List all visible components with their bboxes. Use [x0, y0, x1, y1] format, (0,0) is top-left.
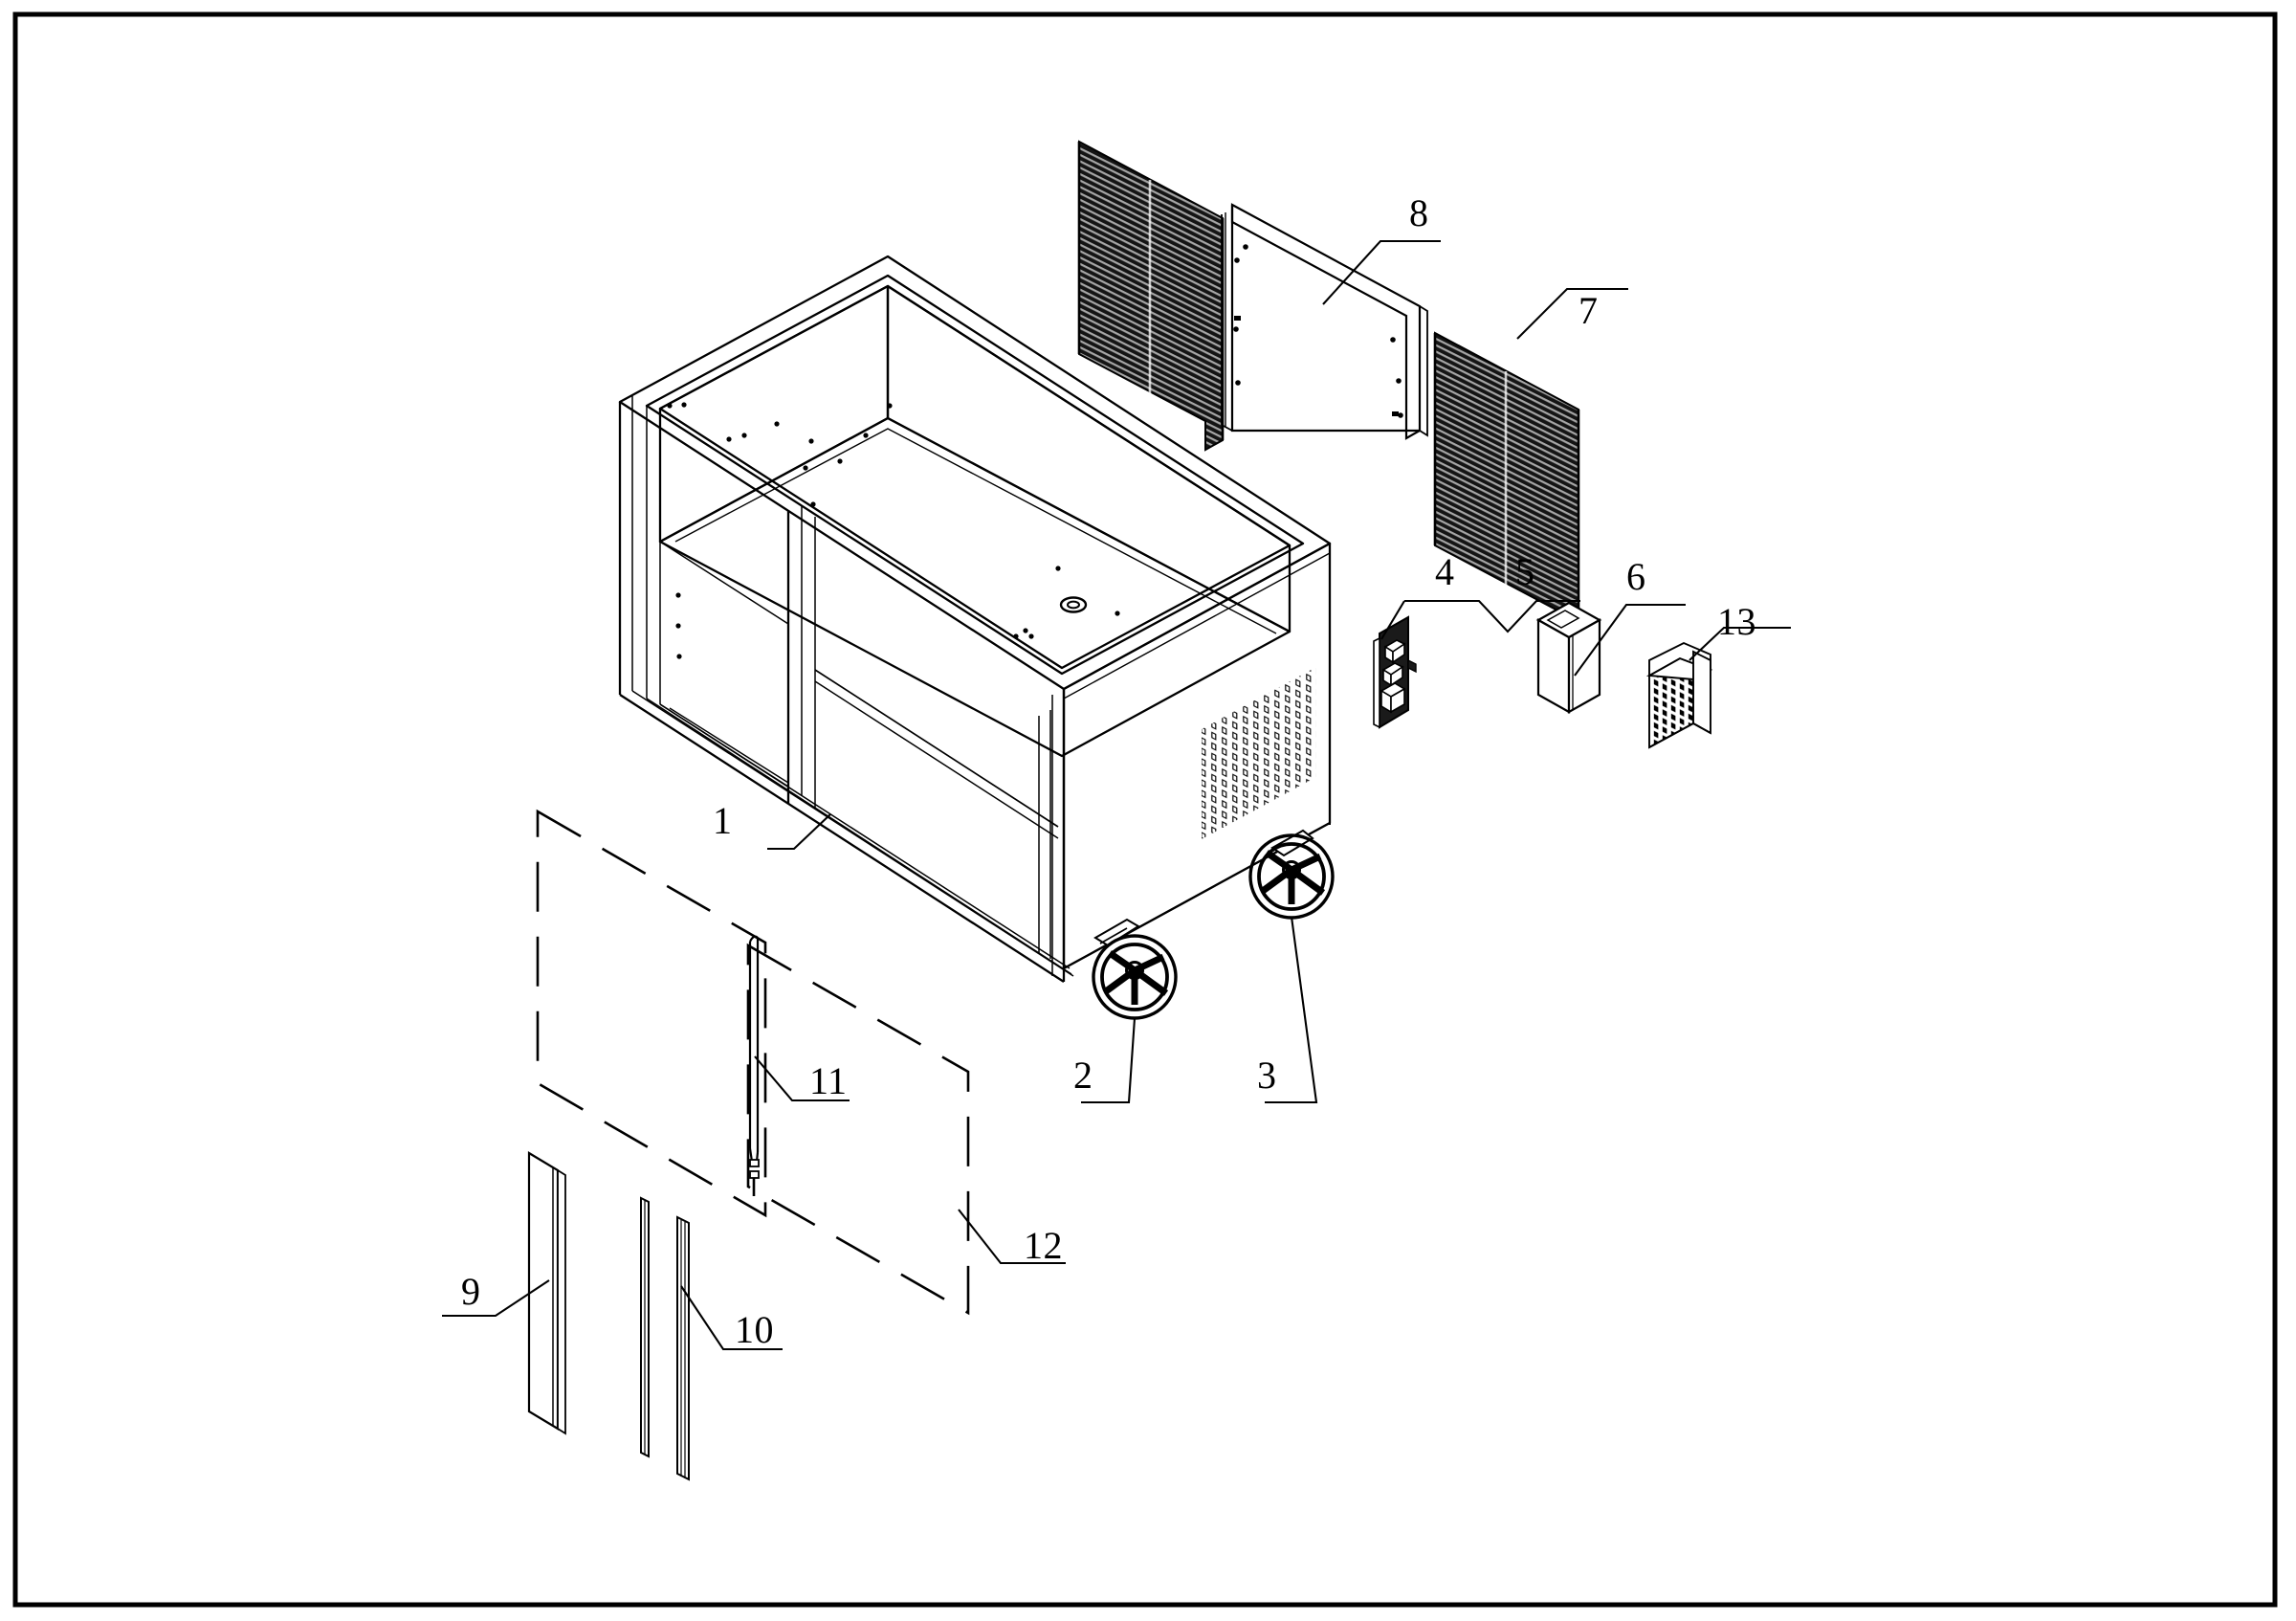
- leader-4: [1404, 599, 1580, 633]
- louver-grille-panel-front: [1077, 140, 1225, 452]
- louver-grille-panel-rear: [1433, 331, 1580, 643]
- sheet-border: [12, 11, 2278, 1608]
- condenser-coil-block: [1645, 641, 1713, 749]
- electrical-control-board: [1373, 615, 1417, 729]
- callout-label-7: 7: [1578, 289, 1599, 332]
- callout-label-13: 13: [1717, 600, 1756, 643]
- door-handle-rod: [748, 935, 760, 1196]
- control-box-housing: [1535, 601, 1602, 714]
- leader-13: [1689, 626, 1791, 661]
- leader-1: [767, 813, 831, 851]
- leader-6: [1574, 603, 1686, 677]
- rear-caster-wheel: [1248, 829, 1335, 920]
- leader-10: [680, 1285, 783, 1351]
- callout-label-2: 2: [1073, 1054, 1093, 1097]
- cabinet-body-assembly: [618, 255, 1332, 983]
- leader-11: [754, 1055, 850, 1102]
- leader-3: [1265, 916, 1318, 1104]
- callout-label-10: 10: [735, 1308, 774, 1351]
- leader-4-tick: [1380, 600, 1405, 640]
- callout-label-6: 6: [1626, 555, 1646, 598]
- condenser-vent-grid: [1202, 667, 1316, 839]
- callout-label-11: 11: [809, 1059, 848, 1102]
- leader-2: [1081, 1017, 1137, 1104]
- leader-8: [1322, 239, 1441, 305]
- leader-7: [1516, 287, 1628, 340]
- door-vertical-rail: [640, 1196, 690, 1481]
- door-side-trim-strip: [527, 1151, 566, 1435]
- leader-12: [958, 1209, 1066, 1265]
- rear-access-panel: [1221, 203, 1428, 440]
- callout-label-5: 5: [1515, 550, 1535, 593]
- leader-9: [442, 1279, 550, 1318]
- mounting-holes-interior: [667, 402, 1120, 659]
- callout-leader-lines: [442, 239, 1791, 1351]
- callout-label-4: 4: [1435, 550, 1455, 593]
- sliding-door-panel-left: [536, 809, 767, 1218]
- callout-label-12: 12: [1024, 1224, 1063, 1267]
- callout-label-9: 9: [461, 1270, 481, 1313]
- callout-label-3: 3: [1257, 1054, 1277, 1097]
- front-caster-wheel: [1092, 918, 1178, 1020]
- callout-label-8: 8: [1409, 191, 1429, 234]
- callout-label-1: 1: [713, 799, 733, 842]
- sliding-door-panel-right: [746, 943, 970, 1316]
